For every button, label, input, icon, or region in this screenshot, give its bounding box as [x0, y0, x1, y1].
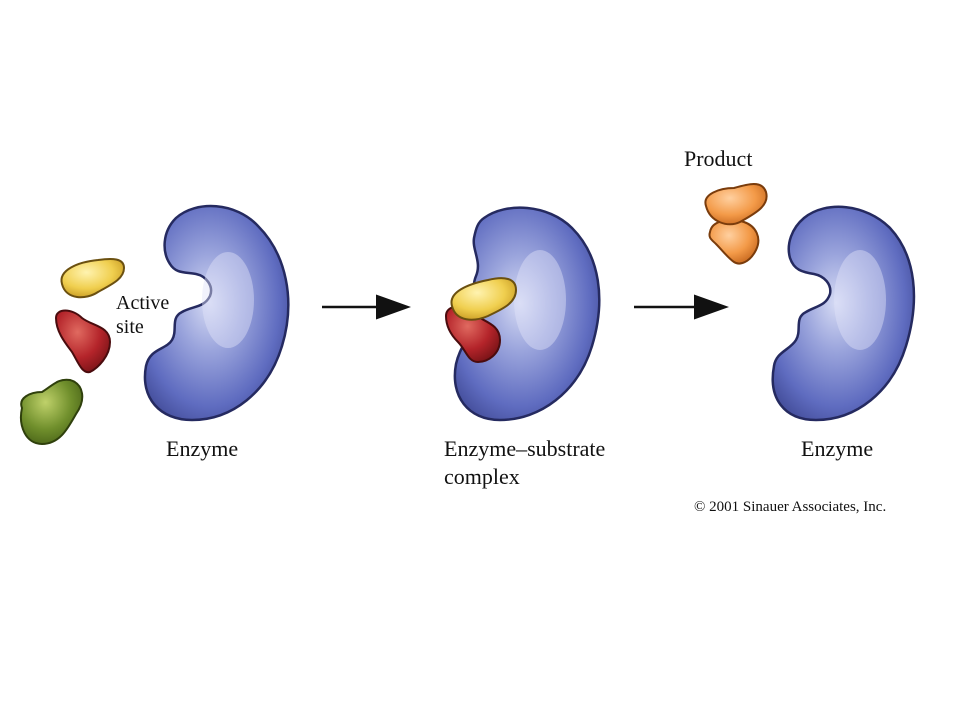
- enzyme-left-label: Enzyme: [166, 436, 238, 461]
- red-substrate-icon: [54, 309, 112, 374]
- yellow-substrate-icon: [60, 258, 126, 299]
- product-label: Product: [684, 146, 752, 171]
- enzyme-left-icon: [143, 204, 290, 422]
- complex-label-line2: complex: [444, 464, 520, 489]
- active-site-label-line2: site: [116, 316, 144, 338]
- enzyme-right-icon: [771, 205, 916, 422]
- enzyme-center-icon: [453, 206, 601, 422]
- enzyme-left-highlight-icon: [202, 252, 254, 348]
- product-upper-icon: [704, 183, 768, 226]
- active-site-label-line1: Active: [116, 292, 169, 314]
- product-lower-icon: [708, 219, 760, 265]
- complex-label-line1: Enzyme–substrate: [444, 436, 605, 461]
- enzyme-right-label: Enzyme: [801, 436, 873, 461]
- complex-yellow-substrate-icon: [450, 277, 518, 321]
- enzyme-center-highlight-icon: [514, 250, 566, 350]
- enzyme-right-highlight-icon: [834, 250, 886, 350]
- green-substrate-icon: [20, 378, 84, 446]
- copyright-text: © 2001 Sinauer Associates, Inc.: [694, 499, 886, 515]
